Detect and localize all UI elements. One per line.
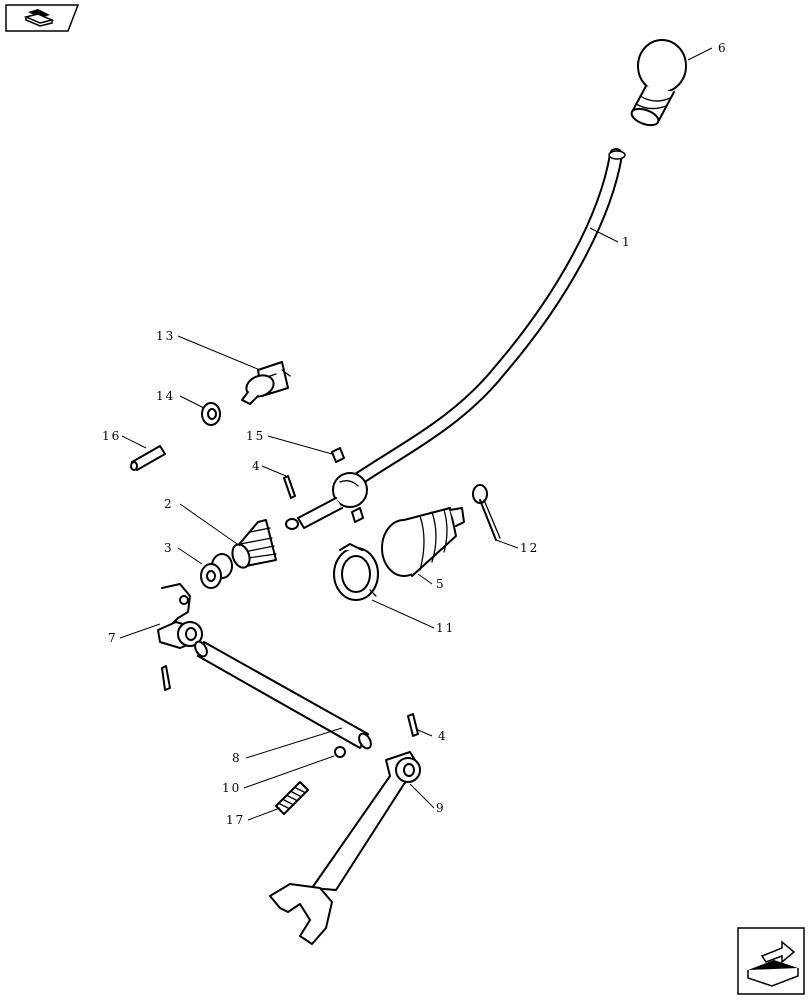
callout-8[interactable]: 8 bbox=[232, 727, 343, 765]
svg-text:11: 11 bbox=[436, 621, 455, 635]
callout-10[interactable]: 10 bbox=[222, 755, 335, 795]
svg-text:9: 9 bbox=[436, 801, 446, 815]
callout-4a[interactable]: 4 bbox=[252, 459, 287, 477]
svg-text:13: 13 bbox=[156, 329, 175, 343]
pin[interactable] bbox=[130, 445, 166, 471]
svg-text:15: 15 bbox=[246, 429, 265, 443]
svg-text:12: 12 bbox=[520, 541, 539, 555]
svg-text:16: 16 bbox=[102, 429, 121, 443]
svg-text:1: 1 bbox=[622, 235, 632, 249]
hose-clamp[interactable] bbox=[333, 543, 379, 601]
shift-knob[interactable] bbox=[629, 39, 687, 128]
page-arrow-icon bbox=[747, 940, 799, 987]
callout-11[interactable]: 11 bbox=[371, 599, 455, 635]
spring[interactable] bbox=[275, 781, 309, 815]
callout-16[interactable]: 16 bbox=[102, 429, 147, 449]
callout-1[interactable]: 1 bbox=[589, 227, 632, 249]
callout-17[interactable]: 17 bbox=[226, 807, 281, 827]
svg-text:4: 4 bbox=[438, 729, 448, 743]
svg-text:14: 14 bbox=[156, 389, 175, 403]
washer[interactable] bbox=[201, 402, 221, 426]
next-nav-button[interactable] bbox=[736, 926, 806, 996]
callout-9[interactable]: 9 bbox=[409, 783, 446, 815]
shift-fork[interactable] bbox=[269, 751, 421, 945]
roll-pin-upper[interactable] bbox=[283, 475, 296, 499]
callouts: 1 2 3 4 4 5 6 7 8 9 10 11 12 13 14 15 16… bbox=[102, 41, 728, 827]
svg-text:5: 5 bbox=[436, 577, 446, 591]
callout-6[interactable]: 6 bbox=[687, 41, 728, 61]
roll-pin-lower[interactable] bbox=[407, 713, 419, 737]
svg-text:3: 3 bbox=[164, 541, 174, 555]
callout-7[interactable]: 7 bbox=[108, 623, 161, 645]
svg-text:2: 2 bbox=[164, 497, 174, 511]
bellows-boot[interactable] bbox=[381, 507, 465, 577]
svg-text:4: 4 bbox=[252, 459, 262, 473]
svg-text:17: 17 bbox=[226, 813, 245, 827]
callout-4b[interactable]: 4 bbox=[417, 729, 448, 743]
grease-fitting[interactable] bbox=[331, 447, 364, 523]
callout-3[interactable]: 3 bbox=[164, 541, 203, 565]
callout-5[interactable]: 5 bbox=[417, 573, 446, 591]
svg-text:8: 8 bbox=[232, 751, 242, 765]
switch[interactable] bbox=[241, 361, 291, 405]
callout-2[interactable]: 2 bbox=[164, 497, 241, 547]
callout-13[interactable]: 13 bbox=[156, 329, 261, 371]
svg-text:10: 10 bbox=[222, 781, 241, 795]
back-nav-tab[interactable] bbox=[4, 3, 80, 33]
rubber-boot[interactable] bbox=[229, 519, 277, 570]
roll-pin-left[interactable] bbox=[161, 665, 171, 691]
svg-text:7: 7 bbox=[108, 631, 118, 645]
svg-text:6: 6 bbox=[718, 41, 728, 55]
gear-shift-lever[interactable] bbox=[285, 148, 626, 530]
shift-shaft[interactable] bbox=[193, 640, 374, 751]
ball[interactable] bbox=[334, 746, 346, 758]
callout-14[interactable]: 14 bbox=[156, 389, 205, 409]
callout-12[interactable]: 12 bbox=[495, 539, 539, 555]
lever-bracket[interactable] bbox=[157, 583, 203, 649]
cotter-pin[interactable] bbox=[472, 484, 501, 541]
callout-15[interactable]: 15 bbox=[246, 429, 333, 455]
book-arrow-icon bbox=[23, 9, 55, 27]
spring-washer-set[interactable] bbox=[200, 553, 233, 589]
